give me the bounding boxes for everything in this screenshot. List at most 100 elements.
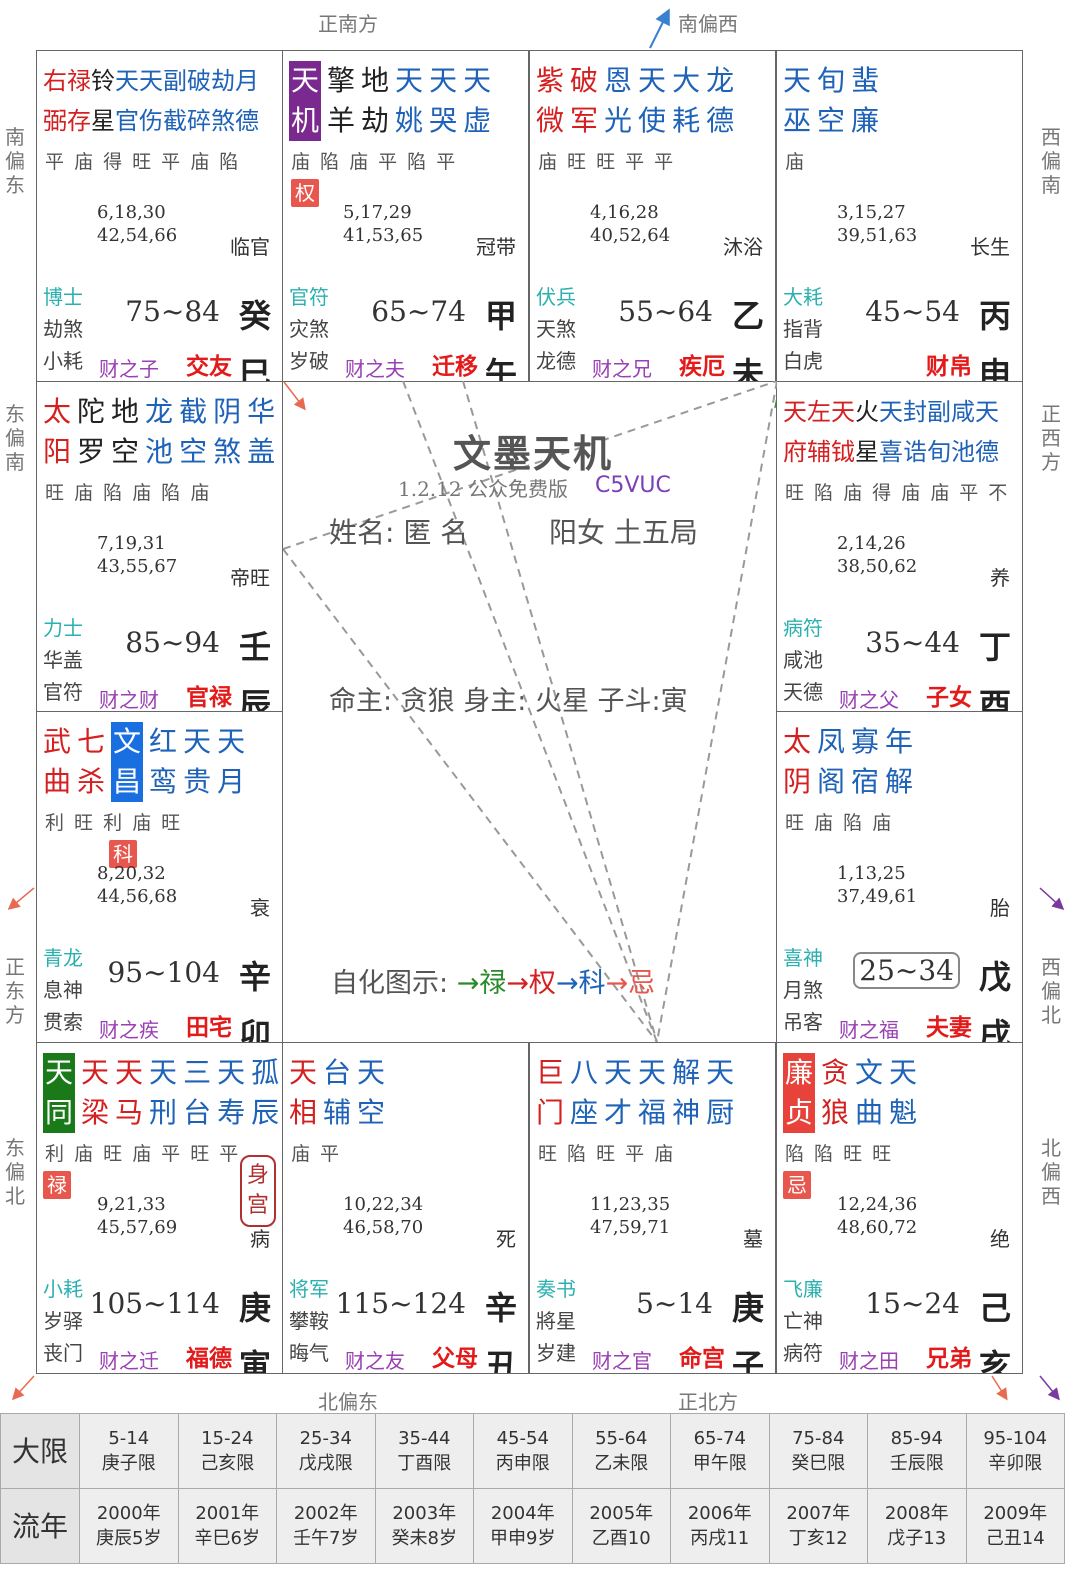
liunian-ganzhi: 丙戌11 [690, 1528, 750, 1549]
star-glyph: 梁 [81, 1096, 110, 1129]
earthly-branch: 亥 [978, 1347, 1011, 1374]
wealth-relation: 财之兄 [592, 357, 652, 381]
earthly-branch: 未 [731, 355, 764, 382]
brightness-row: 庙 平 [291, 1143, 342, 1165]
palace-name: 夫妻 [926, 1015, 972, 1041]
center-panel: 文墨天机 1.2.12 公众免费版 C5VUC 姓名: 匿 名 阳女 土五局 命… [283, 381, 777, 1042]
legend-lu: →禄 [456, 968, 507, 999]
doctor-star: 喜神 [783, 946, 823, 970]
palace-name: 迁移 [432, 354, 478, 380]
direction-left-mid: 东偏南 [5, 402, 25, 474]
liunian-cell[interactable]: 2009年己丑14 [965, 1488, 1065, 1564]
star-glyph: 空 [357, 1096, 386, 1129]
direction-right-bot: 北偏西 [1041, 1136, 1061, 1208]
star-glyph: 军 [570, 104, 599, 137]
liunian-cell[interactable]: 2005年乙酉10 [571, 1488, 671, 1564]
dayun-range: 25-34 [299, 1428, 352, 1449]
doctor-star: 官符 [289, 285, 329, 309]
star-glyph: 月 [217, 765, 246, 798]
liunian-cell[interactable]: 2000年庚辰5岁 [79, 1488, 179, 1564]
liunian-cell[interactable]: 2008年戊子13 [867, 1488, 967, 1564]
star-glyph: 武 [43, 725, 72, 758]
liunian-cell[interactable]: 2006年丙戌11 [670, 1488, 770, 1564]
decade-range: 55~64 [618, 295, 713, 328]
star-glyph: 空 [817, 104, 846, 137]
doctor-star: 病符 [783, 616, 823, 640]
star-glyph: 天 [638, 1056, 667, 1089]
star-glyph: 天 [289, 61, 322, 101]
star-glyph: 微 [536, 104, 565, 137]
star-glyph: 阴 [213, 395, 242, 428]
liunian-cell[interactable]: 2007年丁亥12 [768, 1488, 868, 1564]
star-glyph: 马 [115, 1096, 144, 1129]
star-glyph: 紫 [536, 64, 565, 97]
star-glyph: 恩 [604, 64, 633, 97]
star-glyph: 右 [43, 67, 67, 95]
star-glyph: 天 [638, 64, 667, 97]
liunian-cell[interactable]: 2001年辛巳6岁 [177, 1488, 277, 1564]
brightness-row: 陷 陷 旺 旺 [785, 1143, 894, 1165]
liunian-cell[interactable]: 2002年壬午7岁 [276, 1488, 376, 1564]
star-glyph: 使 [638, 104, 667, 137]
star-glyph: 才 [604, 1096, 633, 1129]
star-glyph: 姚 [395, 104, 424, 137]
liunian-ganzhi: 丁亥12 [788, 1528, 848, 1549]
doctor-star: 大耗 [783, 285, 823, 309]
star-glyph: 天 [139, 67, 163, 95]
star-glyph: 解 [672, 1056, 701, 1089]
star-glyph: 天 [217, 1056, 246, 1089]
wealth-relation: 财之父 [839, 688, 899, 712]
earthly-branch: 辰 [238, 686, 271, 713]
year-star-1: 指背 [783, 317, 823, 341]
liunian-year: 2000年 [96, 1503, 161, 1524]
brightness-row: 旺 陷 庙 得 庙 庙 平 不 [785, 482, 1010, 504]
star-glyph: 虚 [463, 104, 492, 137]
star-glyph: 劫 [211, 67, 235, 95]
year-star-1: 息神 [43, 978, 83, 1002]
star-row: 右禄铃天天副破劫月 [43, 61, 259, 101]
heavenly-stem: 庚 [731, 1289, 764, 1327]
wealth-relation: 财之疾 [99, 1018, 159, 1042]
star-row: 天左天火天封副咸天 [783, 392, 999, 432]
star-glyph: 华 [247, 395, 276, 428]
life-stage: 衰 [250, 896, 270, 920]
liunian-year: 2001年 [195, 1503, 260, 1524]
decade-range: 105~114 [89, 1287, 220, 1320]
star-glyph: 旬 [927, 438, 951, 466]
transform-tag: 忌 [783, 1171, 811, 1199]
liunian-cell[interactable]: 2003年癸未8岁 [374, 1488, 474, 1564]
wealth-relation: 财之财 [99, 688, 159, 712]
liunian-cell[interactable]: 2004年甲申9岁 [473, 1488, 573, 1564]
star-glyph: 文 [111, 722, 144, 762]
direction-left-low: 正东方 [5, 955, 25, 1027]
app-title: 文墨天机 [453, 432, 614, 476]
life-stage: 长生 [970, 235, 1010, 259]
star-glyph: 截 [163, 107, 187, 135]
star-row: 天天天天三天孤 [43, 1053, 282, 1093]
